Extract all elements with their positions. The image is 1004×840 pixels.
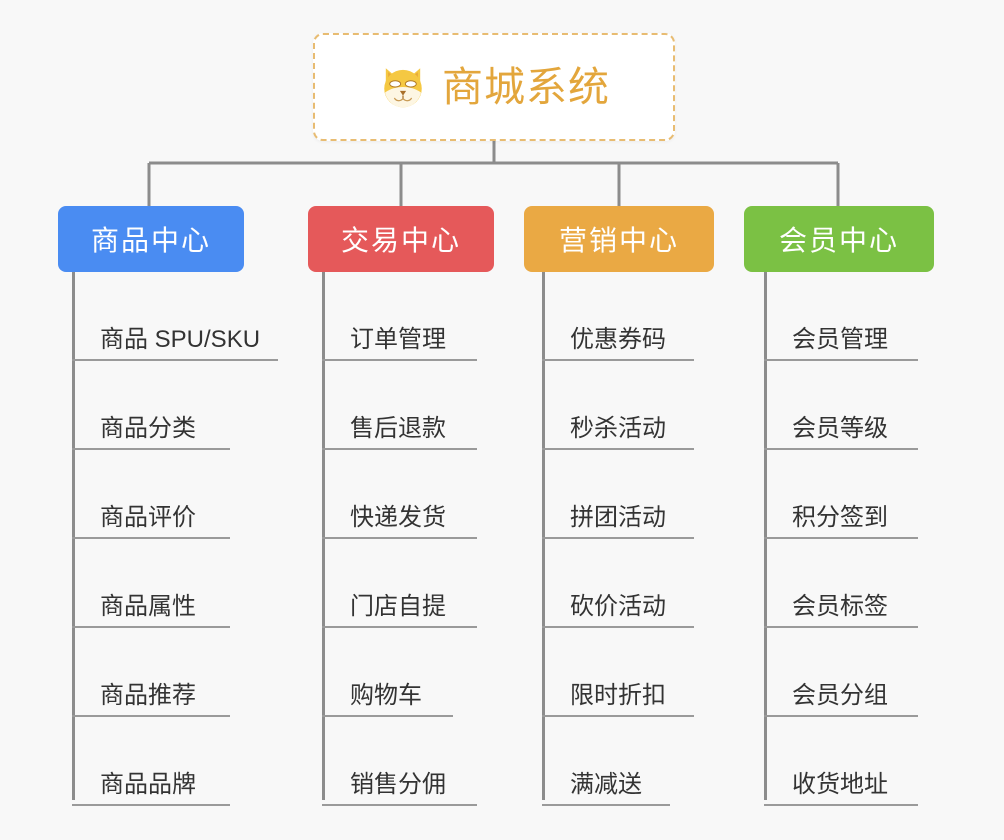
leaf-item-label: 收货地址 [792,771,888,799]
leaf-item[interactable]: 商品评价 [72,450,230,539]
leaf-item[interactable]: 销售分佣 [322,717,477,806]
root-node[interactable]: 商城系统 [313,33,675,141]
leaf-item[interactable]: 限时折扣 [542,628,694,717]
leaf-item[interactable]: 秒杀活动 [542,361,694,450]
branch-column-2: 营销中心 优惠券码秒杀活动拼团活动砍价活动限时折扣满减送 [524,206,714,806]
branch-header-2[interactable]: 营销中心 [524,206,714,272]
leaf-item-label: 商品品牌 [100,771,196,799]
leaf-item-label: 会员管理 [792,326,888,354]
leaf-item[interactable]: 会员等级 [764,361,918,450]
leaf-item[interactable]: 满减送 [542,717,670,806]
root-title: 商城系统 [442,63,610,110]
leaf-item-label: 积分签到 [792,504,888,532]
leaf-item[interactable]: 优惠券码 [542,272,694,361]
leaf-item-label: 满减送 [570,771,642,799]
leaf-item-label: 售后退款 [350,415,446,443]
branch-spine-3 [764,272,767,800]
leaf-item[interactable]: 门店自提 [322,539,477,628]
leaf-item[interactable]: 商品 SPU/SKU [72,272,278,361]
branch-header-3[interactable]: 会员中心 [744,206,934,272]
leaf-item[interactable]: 积分签到 [764,450,918,539]
leaf-item-label: 限时折扣 [570,682,666,710]
leaf-item[interactable]: 商品分类 [72,361,230,450]
leaf-item[interactable]: 商品品牌 [72,717,230,806]
branch-column-3: 会员中心 会员管理会员等级积分签到会员标签会员分组收货地址 [744,206,934,806]
leaf-item-label: 商品 SPU/SKU [100,326,261,354]
leaf-item[interactable]: 收货地址 [764,717,918,806]
leaf-item-label: 商品推荐 [100,682,196,710]
leaf-item-label: 会员分组 [792,682,888,710]
branch-spine-0 [72,272,75,800]
leaf-item-label: 商品分类 [100,415,196,443]
leaf-item[interactable]: 拼团活动 [542,450,694,539]
leaf-item[interactable]: 商品属性 [72,539,230,628]
leaf-item-label: 商品评价 [100,504,196,532]
leaf-item[interactable]: 会员分组 [764,628,918,717]
branch-column-1: 交易中心 订单管理售后退款快递发货门店自提购物车销售分佣 [308,206,494,806]
leaf-item[interactable]: 会员管理 [764,272,918,361]
branch-column-0: 商品中心 商品 SPU/SKU 商品分类商品评价商品属性商品推荐商品品牌 [58,206,278,806]
leaf-item-label: 砍价活动 [570,593,666,621]
leaf-item-label: 优惠券码 [570,326,666,354]
branch-spine-1 [322,272,325,800]
leaf-item-label: 会员标签 [792,593,888,621]
branch-header-0[interactable]: 商品中心 [58,206,244,272]
branch-header-1[interactable]: 交易中心 [308,206,494,272]
leaf-item-label: 销售分佣 [350,771,446,799]
leaf-item[interactable]: 商品推荐 [72,628,230,717]
leaf-item-label: 购物车 [350,682,422,710]
leaf-item[interactable]: 购物车 [322,628,453,717]
branch-spine-2 [542,272,545,800]
leaf-item-label: 秒杀活动 [570,415,666,443]
leaf-item[interactable]: 会员标签 [764,539,918,628]
leaf-item-label: 门店自提 [350,593,446,621]
leaf-item-label: 快递发货 [350,504,446,532]
leaf-item-label: 拼团活动 [570,504,666,532]
leaf-item[interactable]: 快递发货 [322,450,477,539]
leaf-item-label: 会员等级 [792,415,888,443]
leaf-item-label: 订单管理 [350,326,446,354]
leaf-item-label: 商品属性 [100,593,196,621]
leaf-item[interactable]: 砍价活动 [542,539,694,628]
leaf-item[interactable]: 售后退款 [322,361,477,450]
shiba-dog-face-icon [384,68,422,108]
leaf-item[interactable]: 订单管理 [322,272,477,361]
